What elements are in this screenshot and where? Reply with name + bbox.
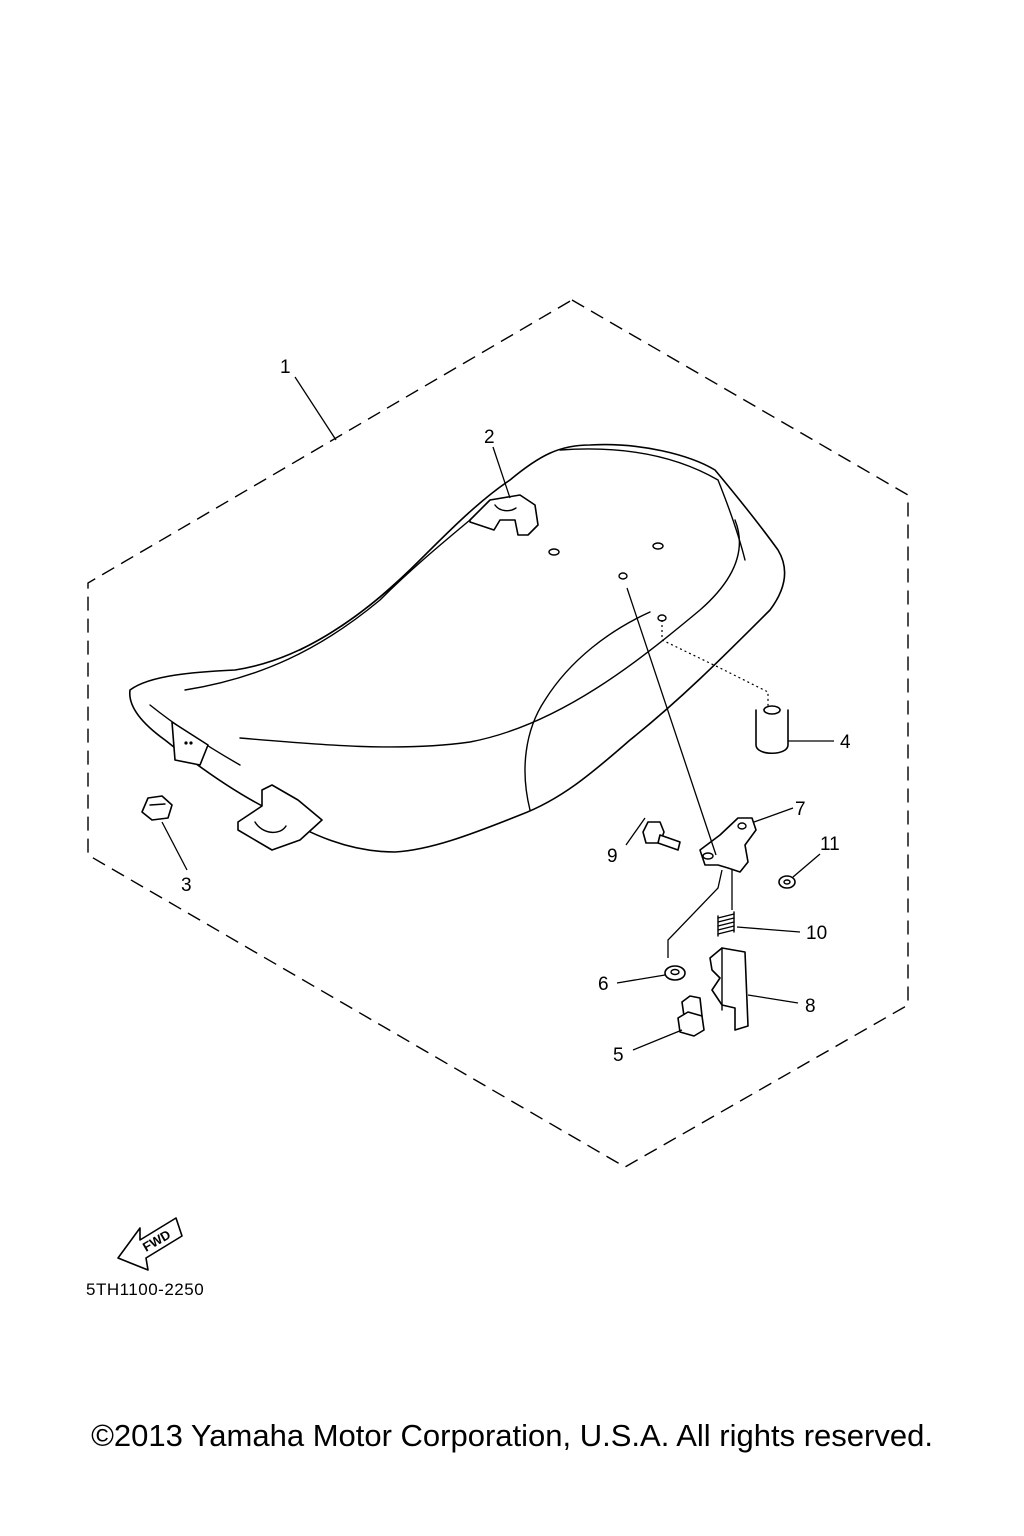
drawing-code: 5TH1100-2250 — [86, 1280, 205, 1299]
assembly-line — [667, 869, 723, 958]
latch-part — [709, 947, 749, 1031]
rear-damper-part — [755, 705, 789, 755]
leader-line-11 — [792, 853, 821, 878]
leader-line-9 — [625, 817, 646, 846]
callout-4: 4 — [840, 732, 851, 753]
assembly-boundary — [87, 299, 909, 1168]
callout-5: 5 — [613, 1045, 624, 1066]
leader-line-1 — [294, 376, 337, 441]
callout-6: 6 — [598, 974, 609, 995]
leader-line-7 — [753, 807, 794, 823]
callout-3: 3 — [181, 875, 192, 896]
washer-part — [664, 965, 686, 981]
seat-body — [129, 443, 786, 853]
leader-line-10 — [736, 926, 801, 933]
bolt-part — [677, 995, 705, 1037]
callout-11: 11 — [820, 834, 840, 855]
leader-line-5 — [632, 1029, 683, 1051]
spring-part — [717, 911, 735, 937]
leader-line-8 — [747, 994, 799, 1004]
pin-part — [642, 821, 681, 851]
leader-line-2 — [492, 446, 511, 499]
lock-bracket-part — [699, 817, 757, 873]
leader-line-6 — [616, 974, 666, 984]
callout-9: 9 — [607, 846, 618, 867]
damper-part — [141, 795, 173, 821]
callout-2: 2 — [484, 427, 495, 448]
seat-hook-part — [469, 494, 539, 536]
callout-1: 1 — [280, 357, 291, 378]
clip-part — [778, 875, 796, 889]
leader-line-3 — [161, 821, 188, 871]
callout-10: 10 — [806, 923, 827, 944]
assembly-line — [626, 587, 717, 856]
copyright-notice: ©2013 Yamaha Motor Corporation, U.S.A. A… — [91, 1418, 933, 1453]
callout-8: 8 — [805, 996, 816, 1017]
callout-7: 7 — [795, 799, 806, 820]
fwd-arrow-icon: FWD — [117, 1217, 183, 1271]
